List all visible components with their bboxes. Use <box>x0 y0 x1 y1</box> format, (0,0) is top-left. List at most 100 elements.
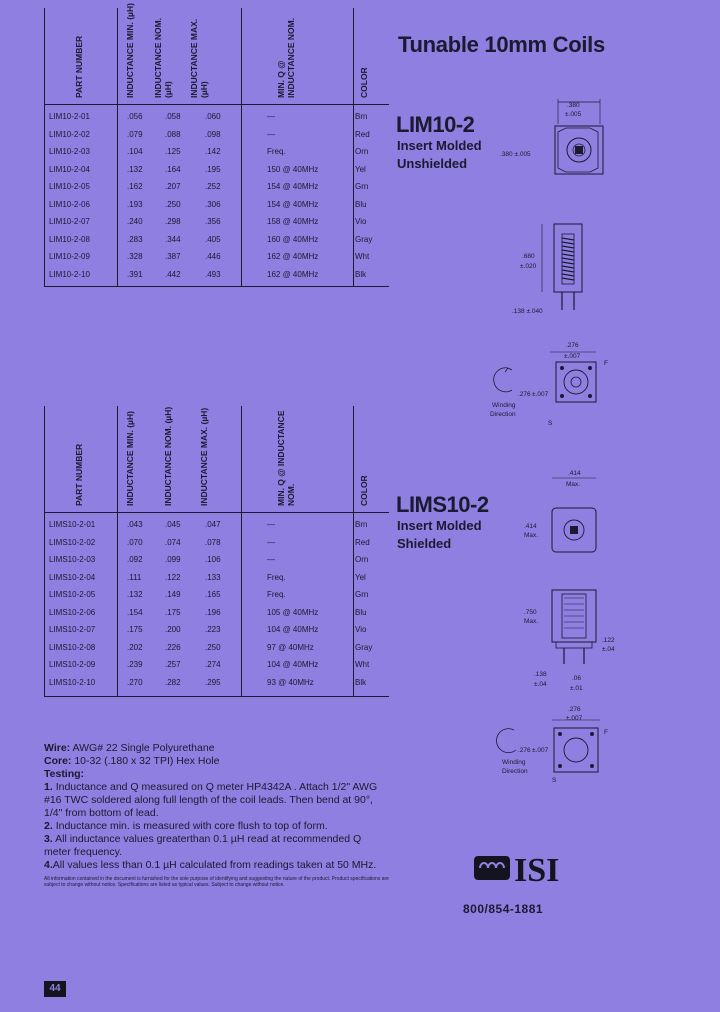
lims-pin-length-label: .122 <box>602 637 615 644</box>
table-cell: .060 <box>205 112 221 121</box>
fine-print: All information contained in the documen… <box>44 876 389 888</box>
table-cell: .306 <box>205 199 221 209</box>
lim-part-name: LIM10-2 <box>396 112 475 137</box>
lims-base-width-tol: ±.007 <box>566 715 583 722</box>
table-cell: .250 <box>165 199 181 209</box>
lims-part-name: LIMS10-2 <box>396 492 489 517</box>
table-cell: 154 @ 40MHz <box>267 199 319 209</box>
table-cell: LIM10-2-07 <box>49 217 90 226</box>
table-cell: LIMS10-2-04 <box>49 572 96 582</box>
table-cell: .149 <box>165 590 181 599</box>
lim-subtitle-line2: Unshielded <box>397 156 468 171</box>
lim-side-view-drawing: .680 ±.020 .138 ±.040 <box>512 223 583 315</box>
lims-winding-label: Winding <box>502 759 526 766</box>
table-cell: Vio <box>355 217 367 226</box>
table-cell: .162 <box>127 182 143 191</box>
table-cell: LIM10-2-03 <box>49 147 90 156</box>
table-cell: Grn <box>355 590 369 599</box>
table-cell: 154 @ 40MHz <box>267 182 319 191</box>
lims-pin-label: .138 <box>534 671 547 678</box>
table-cell: .092 <box>127 555 143 564</box>
table-cell: .250 <box>205 642 221 652</box>
lims-top-height-label: .414 <box>524 523 537 530</box>
page-number: 44 <box>44 981 66 997</box>
table-cell: .058 <box>165 112 181 121</box>
lims-top-height-tol: Max. <box>524 532 538 539</box>
table-cell: .252 <box>205 182 221 191</box>
col-inductance-max: INDUCTANCE MAX. (µH) <box>189 18 209 98</box>
col-inductance-min: INDUCTANCE MIN. (µH) <box>125 411 135 506</box>
lims-subtitle-line2: Shielded <box>397 536 452 551</box>
table-cell: Freq. <box>267 147 286 156</box>
table-cell: .165 <box>205 590 221 599</box>
table-cell: .111 <box>127 572 142 582</box>
table-cell: LIM10-2-08 <box>49 234 90 244</box>
table-cell: .405 <box>205 234 221 244</box>
table-cell: LIMS10-2-03 <box>49 555 96 564</box>
lim-s-label: S <box>548 420 553 427</box>
table-cell: — <box>267 112 275 121</box>
table-cell: LIM10-2-10 <box>49 269 90 279</box>
table-cell: 104 @ 40MHz <box>267 625 319 634</box>
table-cell: .074 <box>165 537 181 547</box>
lims-side-view-drawing: .750 Max. .122 ±.04 .138 ±.04 .06 ±.01 <box>524 589 615 692</box>
table-cell: 162 @ 40MHz <box>267 269 319 279</box>
lims-top-width-label: .414 <box>568 470 581 477</box>
table-cell: .446 <box>205 252 221 261</box>
lim-base-view-drawing: .276 ±.007 F S .276 ±.007 Winding Direct… <box>490 342 608 427</box>
table-cell: Yel <box>355 164 366 174</box>
table-cell: .088 <box>165 129 181 139</box>
lims-f-label: F <box>604 729 608 736</box>
table-cell: .240 <box>127 217 143 226</box>
table-cell: — <box>267 555 275 564</box>
col-inductance-min: INDUCTANCE MIN. (µH) <box>125 3 135 98</box>
table-cell: .070 <box>127 537 143 547</box>
lims-table: PART NUMBER INDUCTANCE MIN. (µH) INDUCTA… <box>44 406 389 697</box>
table-cell: .442 <box>165 269 181 279</box>
table-cell: 93 @ 40MHz <box>267 677 314 687</box>
table-cell: 160 @ 40MHz <box>267 234 319 244</box>
lims-pitch-label: .06 <box>572 675 581 682</box>
col-inductance-max: INDUCTANCE MAX. (µH) <box>199 407 209 506</box>
table-cell: .047 <box>205 520 221 529</box>
phone-number: 800/854-1881 <box>463 902 544 916</box>
table-cell: LIMS10-2-07 <box>49 625 96 634</box>
table-cell: Freq. <box>267 590 286 599</box>
table-row: LIMS10-2-02.070.074.078—Red <box>45 535 389 553</box>
table-cell: .154 <box>127 607 143 617</box>
col-min-q: MIN. Q @ INDUCTANCE NOM. <box>276 17 296 98</box>
table-cell: .200 <box>165 625 181 634</box>
col-inductance-nom: INDUCTANCE NOM. (µH) <box>163 406 173 506</box>
lim-base-height-label: .276 <box>518 391 531 398</box>
table-cell: .078 <box>205 537 221 547</box>
lims-direction-label: Direction <box>502 768 528 775</box>
table-cell: .283 <box>127 234 143 244</box>
table-cell: LIMS10-2-10 <box>49 677 96 687</box>
table-cell: .132 <box>127 590 143 599</box>
lim-winding-label: Winding <box>492 402 516 409</box>
lim-subtitle-line1: Insert Molded <box>397 138 482 153</box>
table-cell: Red <box>355 537 370 547</box>
table-cell: Blk <box>355 677 367 687</box>
col-color: COLOR <box>359 67 369 98</box>
table-cell: .195 <box>205 164 221 174</box>
table-cell: .142 <box>205 147 221 156</box>
testing-note-2: 2. Inductance min. is measured with core… <box>44 820 328 832</box>
table-cell: .274 <box>205 660 221 669</box>
core-note: Core: 10-32 (.180 x 32 TPI) Hex Hole <box>44 755 220 767</box>
table-cell: Orn <box>355 555 369 564</box>
testing-note-3: 3. All inductance values greaterthan 0.1… <box>44 833 362 858</box>
lim-side-height-tol: ±.020 <box>520 263 537 270</box>
